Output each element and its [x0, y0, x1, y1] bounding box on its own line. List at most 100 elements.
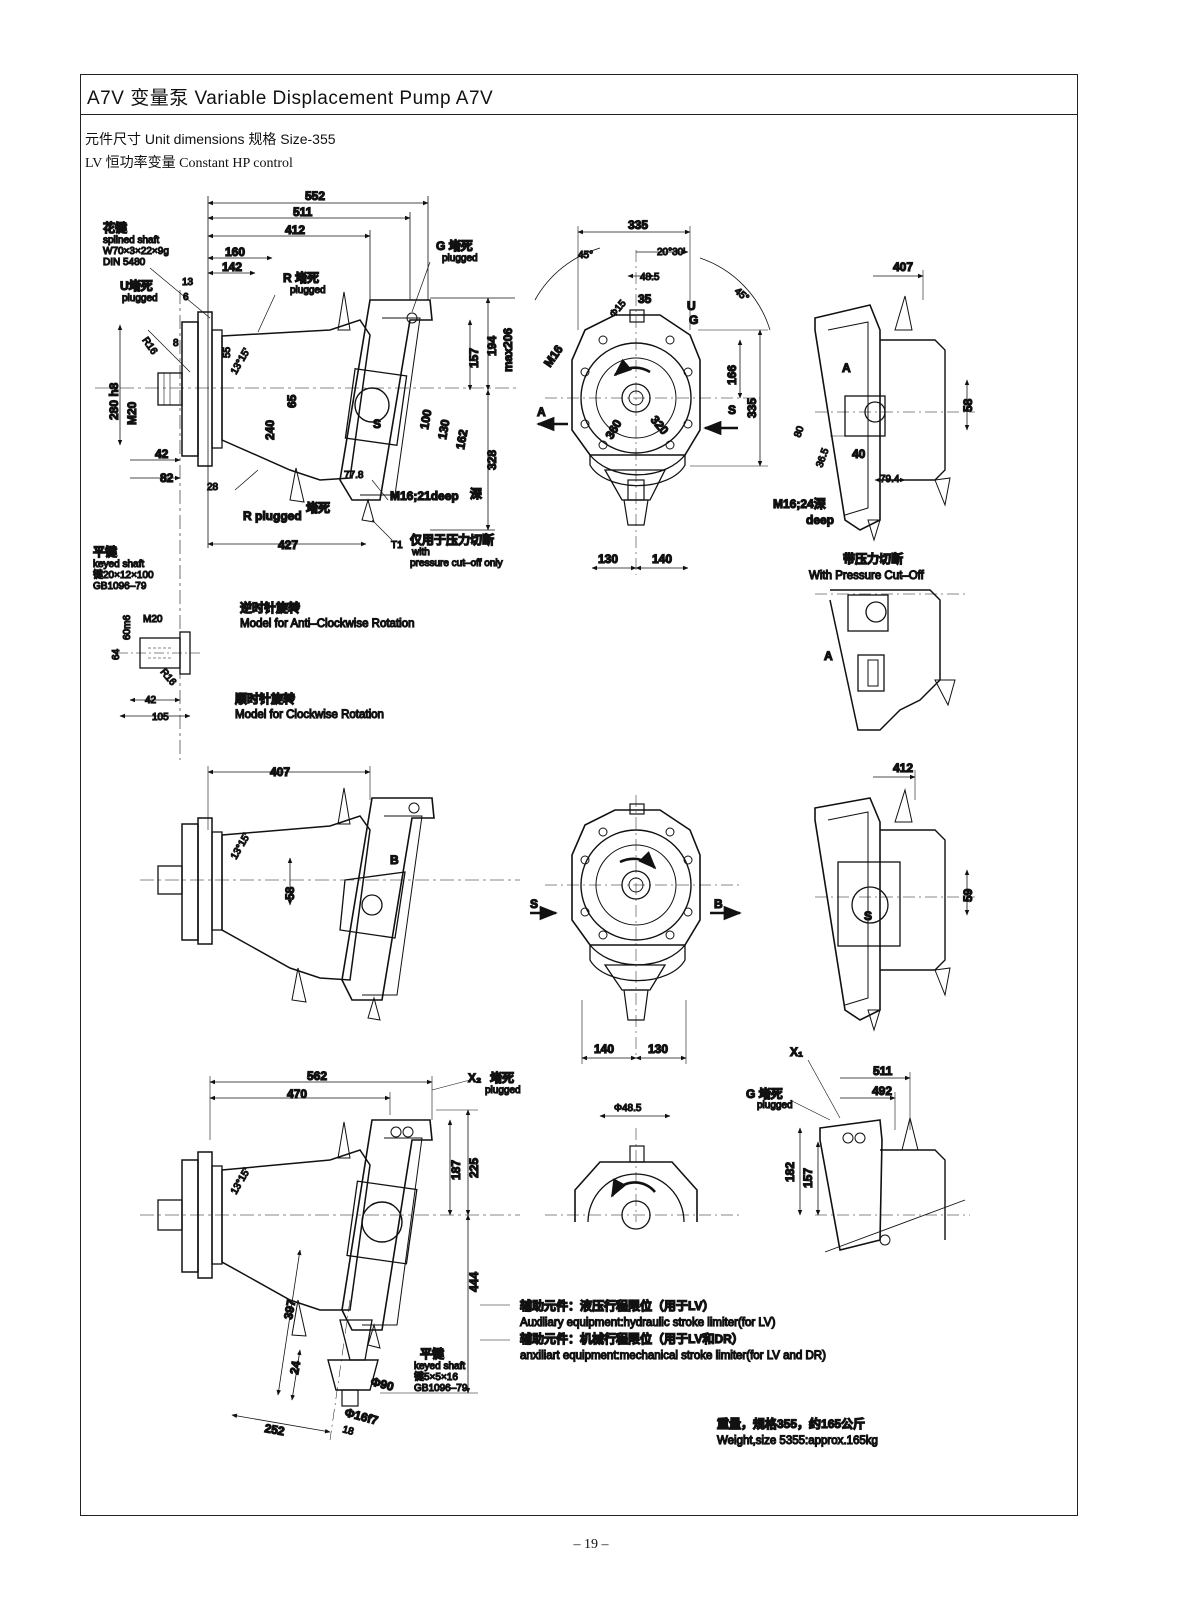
view2-angle: 13°15' [229, 832, 253, 862]
dim-65: 65 [285, 394, 299, 408]
notes: 辅助元件：液压行程限位（用于LV） Auxiliary equipment:hy… [519, 1297, 878, 1447]
rotation-labels: 逆时针旋转 Model for Anti–Clockwise Rotation … [234, 599, 415, 721]
front1-g: G [689, 313, 698, 327]
front1-45a: 45° [578, 250, 593, 261]
front3-48-5: Φ48.5 [614, 1103, 642, 1114]
view3-key-spec: 键5×5×16 [414, 1370, 458, 1383]
dim-55: 55 [222, 346, 233, 358]
side1-40: 40 [852, 447, 866, 461]
view3-562: 562 [307, 1069, 327, 1083]
aux-mechanical-en: anxiliart equipment:mechanical stroke li… [520, 1350, 826, 1362]
side1-deep: deep [806, 513, 834, 527]
view3-phi16: Φ16f7 [343, 1405, 380, 1427]
dim-162: 162 [453, 428, 470, 450]
keyed-60m6: 60m6 [122, 615, 133, 640]
page-number: – 19 – [573, 1537, 609, 1552]
view2-b: B [390, 853, 399, 867]
view3-x2-en: plugged [485, 1085, 521, 1096]
view2-58: 58 [283, 886, 297, 900]
dim-8: 8 [173, 338, 179, 349]
side3-x1: X₁ [790, 1045, 803, 1059]
splined-shaft-din: DIN 5480 [103, 257, 146, 268]
view3-18: 18 [341, 1424, 355, 1438]
dim-m20: M20 [125, 401, 139, 425]
keyed-64: 64 [111, 648, 122, 660]
front1-140: 140 [652, 552, 672, 566]
front1-phi15: Φ15 [608, 298, 629, 320]
view3-key-cn: 平键 [420, 1346, 444, 1361]
side3-157: 157 [801, 1168, 815, 1188]
front2-s: S [530, 897, 538, 911]
keyed-42: 42 [145, 695, 157, 706]
front-view-2: S B 140 130 [529, 795, 742, 1064]
g-port-en: plugged [442, 253, 478, 264]
dim-511: 511 [293, 205, 313, 219]
splined-shaft-spec: W70×3×22×9g [103, 246, 169, 257]
keyed-m20: M20 [143, 614, 163, 625]
front1-u: U [687, 299, 696, 313]
dim-77-8: 77.8 [344, 470, 364, 481]
dim-240: 240 [263, 420, 277, 440]
aux-mechanical-cn: 辅助元件：机械行程限位（用于LV和DR） [520, 1331, 744, 1346]
view3-397: 397 [281, 1298, 298, 1320]
side3-511: 511 [873, 1064, 893, 1078]
side-view-2: 407 13°15' 58 B [140, 764, 520, 1021]
keyed-shaft-detail: 平键 keyed shaft 键20×12×100 GB1096–79 M20 … [92, 543, 200, 724]
view3-key-gb: GB1096–79 [414, 1383, 468, 1394]
splined-shaft-en: splined shaft [103, 235, 159, 246]
side2-s: S [864, 909, 872, 923]
control-type-heading: LV 恒功率变量 Constant HP control [85, 156, 293, 171]
page-frame: A7V 变量泵 Variable Displacement Pump A7V 元… [80, 74, 1078, 1516]
weight-cn: 重量，规格355，约165公斤 [717, 1416, 865, 1431]
view2-407: 407 [270, 765, 290, 779]
r-port-bottom-en: R plugged [243, 509, 302, 523]
keyed-r16: R16 [158, 667, 179, 688]
title-bar: A7V 变量泵 Variable Displacement Pump A7V [81, 75, 1077, 115]
view3-x2: X₂ [468, 1071, 481, 1085]
pressure-cutoff-cn: 带压力切断 [843, 551, 903, 566]
weight-en: Weight,size 5355:approx.165kg [717, 1435, 878, 1447]
side-view-1: 552 511 412 160 142 13 6 8 55 13°15' 280… [95, 188, 520, 760]
view3-187: 187 [449, 1160, 463, 1180]
aux-hydraulic-en: Auxiliary equipment:hydraulic stroke lim… [520, 1317, 776, 1329]
pressure-cutoff-detail: A [815, 589, 965, 731]
cutoff-cn: 仅用于压力切断 [409, 532, 494, 547]
r-port-top-cn: R 堵死 [283, 270, 319, 285]
cutoff-en-2: pressure cut–off only [410, 558, 503, 569]
dim-28: 28 [207, 482, 219, 493]
front2-130: 130 [648, 1042, 668, 1056]
pressure-cutoff-en: With Pressure Cut–Off [809, 570, 925, 582]
dim-13: 13 [182, 277, 194, 288]
cutoff-en-1: with [411, 547, 430, 558]
side-view-3: 562 470 X₂ 堵死 plugged 187 225 444 13°15'… [140, 1068, 521, 1441]
side1-407: 407 [893, 260, 913, 274]
dim-82: 82 [160, 471, 174, 485]
keyed-shaft-key: 键20×12×100 [93, 568, 154, 581]
view3-angle: 13°15' [229, 1167, 253, 1197]
view3-24: 24 [287, 1360, 303, 1376]
front1-360: 360 [602, 417, 624, 442]
dim-160: 160 [225, 245, 245, 259]
side3-g-cn: G 堵死 [746, 1086, 783, 1101]
dim-6: 6 [183, 292, 189, 303]
side1-a: A [842, 361, 851, 375]
dim-130: 130 [435, 418, 452, 440]
side1-m16-24: M16;24深 [773, 496, 826, 511]
rear-side-view-3: X₁ G 堵死 plugged 511 492 182 157 [745, 1044, 970, 1253]
side3-492: 492 [872, 1084, 892, 1098]
front1-130: 130 [598, 552, 618, 566]
dim-max206: max206 [501, 328, 515, 372]
front1-s: S [728, 403, 736, 417]
r-port-top-en: plugged [290, 285, 326, 296]
splined-shaft-cn: 花键 [103, 220, 127, 235]
dim-552: 552 [305, 189, 325, 203]
rear-side-view-1: 407 A 58 80 36.5 40 79.4 M16;24深 deep 带压… [772, 259, 975, 582]
view3-225: 225 [467, 1158, 481, 1178]
dim-100: 100 [417, 408, 434, 430]
dim-412: 412 [285, 223, 305, 237]
side2-412: 412 [893, 761, 913, 775]
side3-g-en: plugged [757, 1100, 793, 1111]
clockwise-cn: 顺时针旋转 [235, 691, 295, 706]
g-port-cn: G 堵死 [436, 238, 473, 253]
